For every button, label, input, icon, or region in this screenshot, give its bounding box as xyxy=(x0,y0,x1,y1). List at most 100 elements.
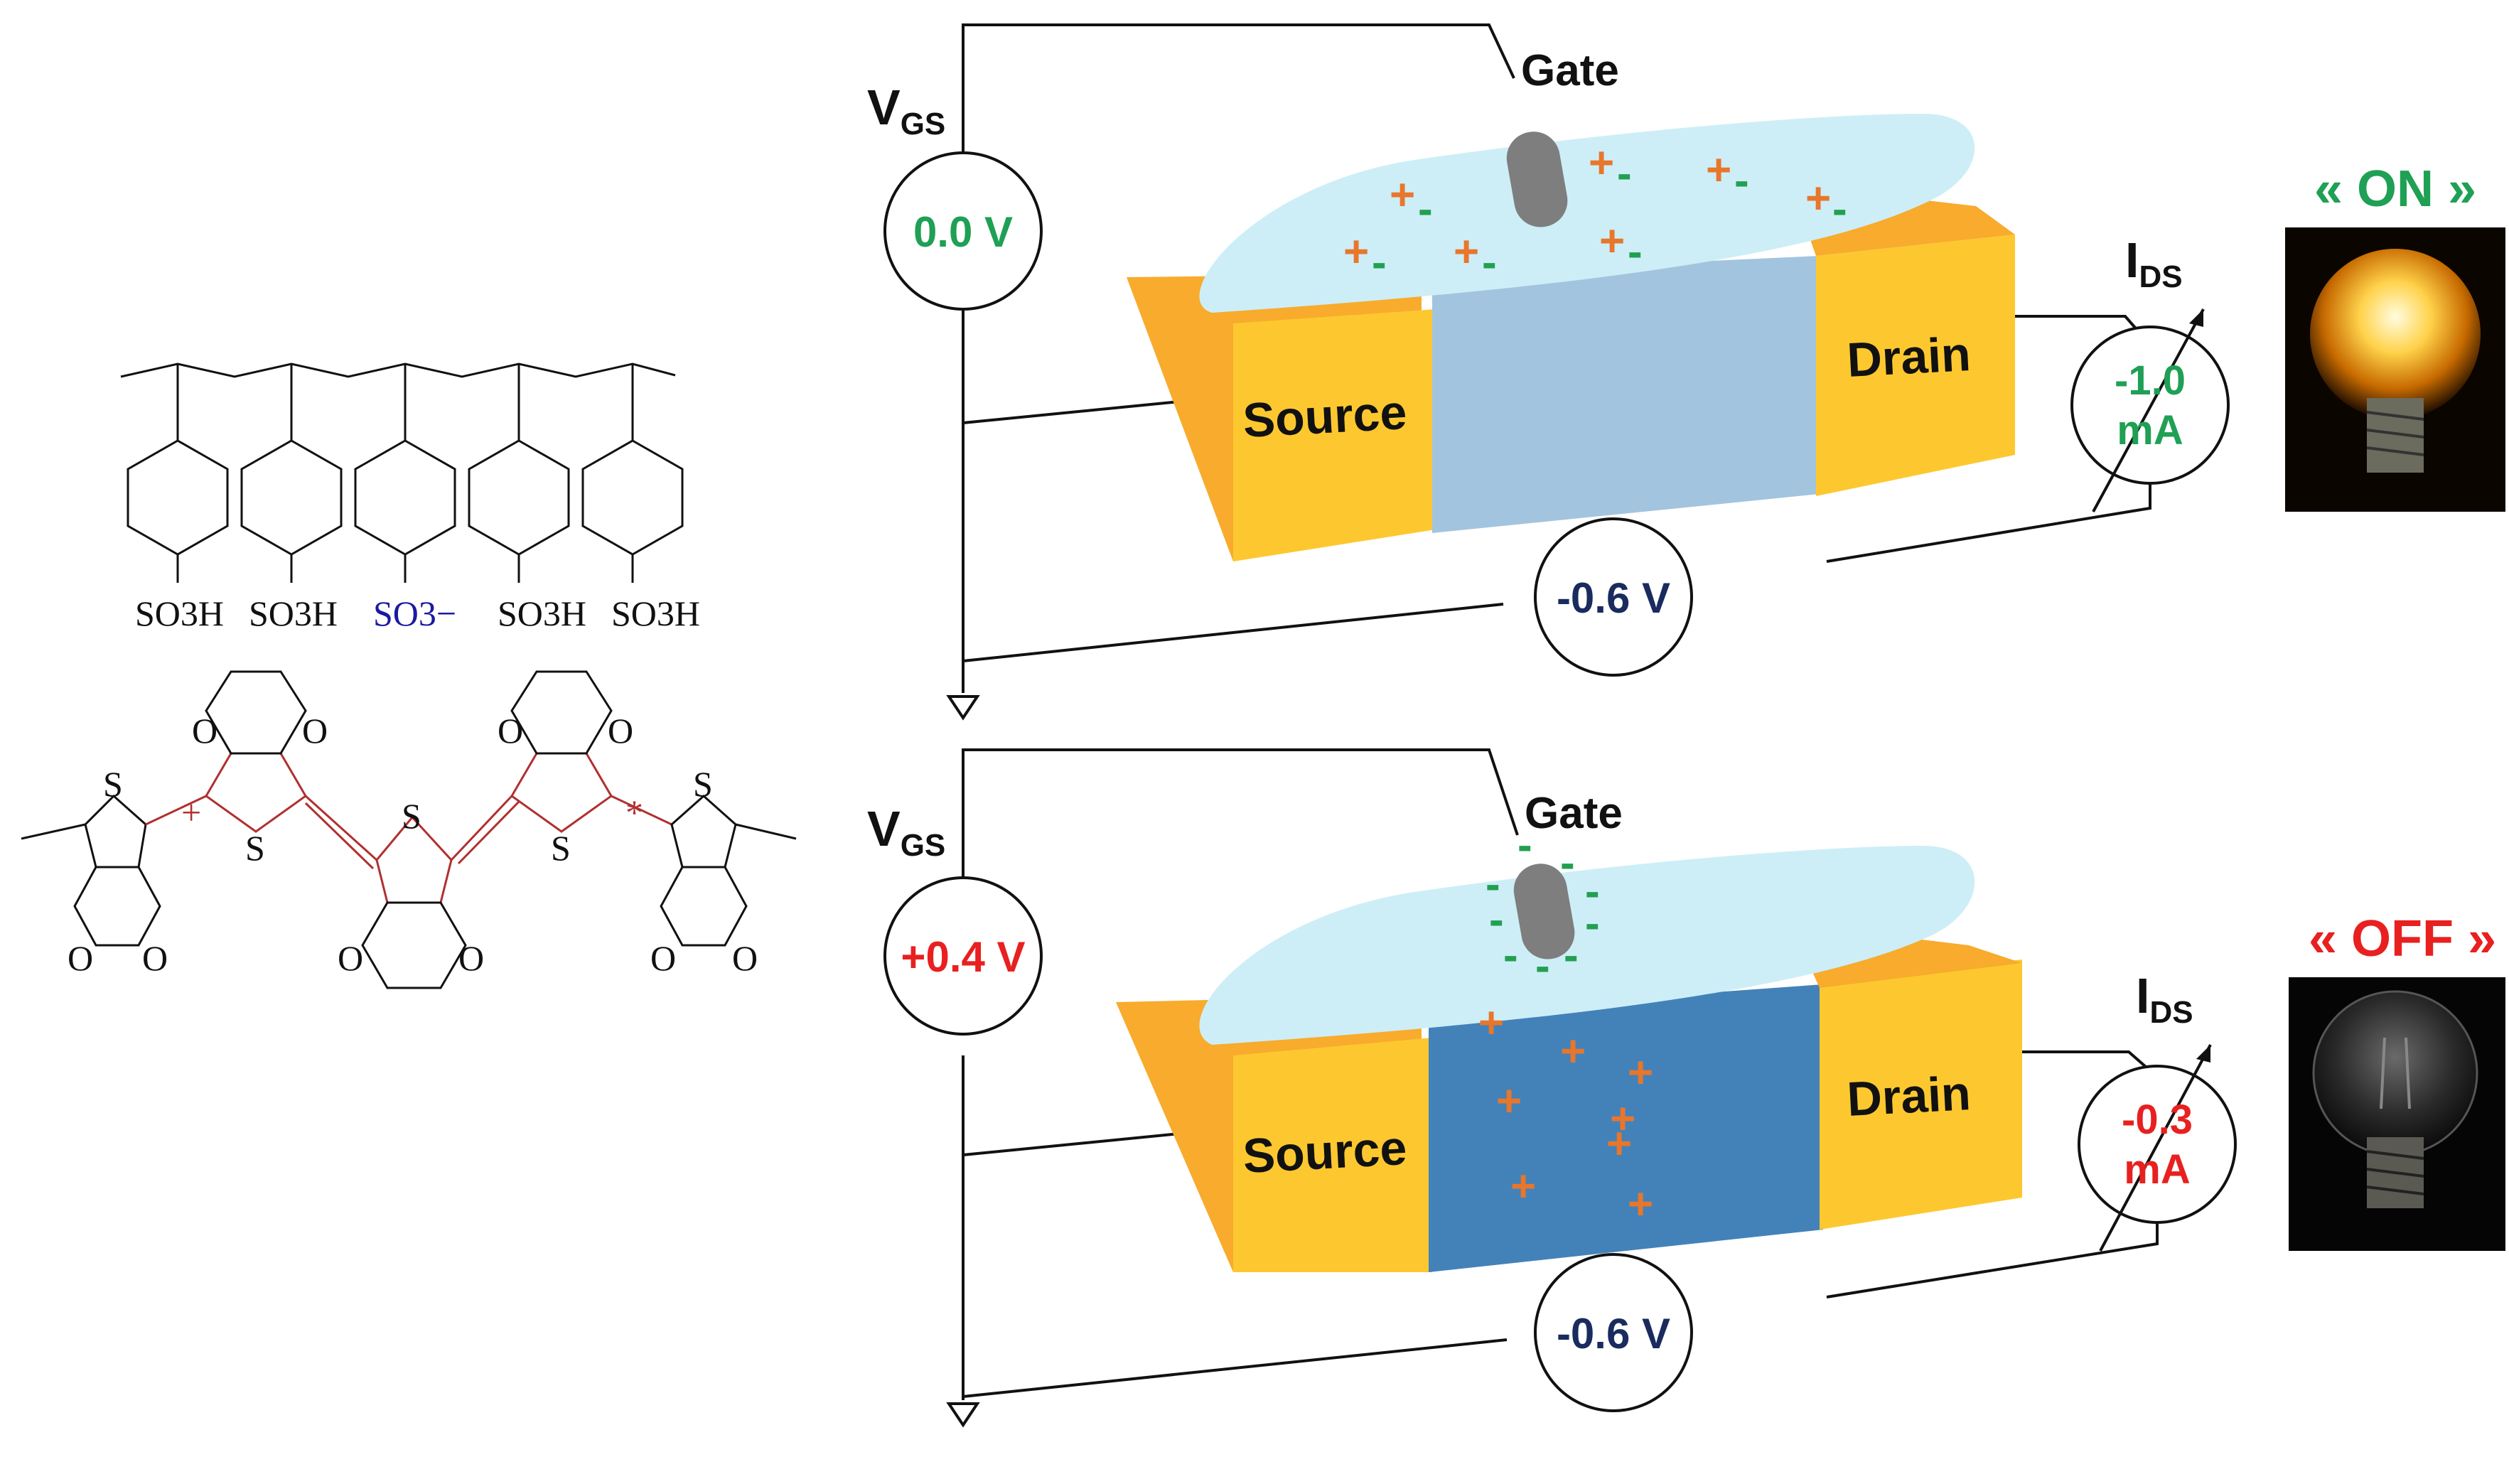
anion-ion: - xyxy=(1832,185,1847,234)
anion-ion: - xyxy=(1734,156,1749,205)
source-label: Source xyxy=(1242,1121,1408,1183)
pss-ring-3 xyxy=(354,364,456,583)
anion-ion: - xyxy=(1628,227,1643,276)
oxygen-atom: O xyxy=(608,711,633,751)
drain-front xyxy=(1820,959,2022,1230)
anion-ion: - xyxy=(1564,931,1579,980)
pss-group-2: SO3H xyxy=(249,593,338,633)
drain-label: Drain xyxy=(1846,1066,1972,1127)
cation-ion: + xyxy=(1390,171,1415,220)
pss-ring-1 xyxy=(127,364,229,583)
vgs-label: VGS xyxy=(867,80,945,141)
drain-front xyxy=(1816,235,2015,496)
vgs-meter xyxy=(883,876,1043,1036)
cation-ion: + xyxy=(1706,146,1731,195)
cation-ion: + xyxy=(1805,174,1831,223)
channel xyxy=(1432,256,1820,533)
cation-ion: + xyxy=(1343,227,1369,276)
oxygen-atom: O xyxy=(142,938,168,978)
gate-label: Gate xyxy=(1525,789,1623,838)
vgs-value: +0.4 V xyxy=(901,933,1025,981)
oxygen-atom: O xyxy=(458,938,484,978)
ids-value: -0.3 xyxy=(2122,1097,2193,1143)
pss-ring-5 xyxy=(581,364,684,583)
bottom-panel: - - - - - - - - - + + + + + + + + Gate S… xyxy=(867,748,2505,1428)
electrolyte xyxy=(1199,846,1975,1045)
oxygen-atom: O xyxy=(732,938,758,978)
lightbulb-on-icon xyxy=(2285,227,2505,512)
cation-ion: + xyxy=(1628,1180,1653,1229)
cation-ion: + xyxy=(1496,1077,1522,1126)
pss-structure xyxy=(120,362,684,583)
pss-ring-4 xyxy=(468,364,570,583)
cation-ion: + xyxy=(1599,217,1625,266)
pedot-structure xyxy=(21,670,797,989)
vds-meter xyxy=(1534,1253,1693,1412)
electrolyte xyxy=(1199,114,1975,313)
pss-group-3: SO3− xyxy=(373,593,456,633)
anion-ion: - xyxy=(1489,896,1504,945)
sulfur-atom: S xyxy=(245,828,265,868)
drain-label: Drain xyxy=(1846,327,1972,387)
cation-ion: + xyxy=(1610,1095,1635,1144)
pss-ring-2 xyxy=(240,364,343,583)
cation-ion: + xyxy=(1454,227,1479,276)
anion-ion: - xyxy=(1482,238,1497,287)
anion-ion: - xyxy=(1585,899,1600,948)
anion-ion: - xyxy=(1517,821,1532,870)
state-label: « ON » xyxy=(2314,161,2476,217)
ids-value: -1.0 xyxy=(2115,357,2186,404)
ids-arrow xyxy=(2092,308,2205,512)
anion-ion: - xyxy=(1372,238,1387,287)
top-panel: + - + - + - + - + - + - + - Gate Source … xyxy=(867,23,2505,721)
source-front xyxy=(1233,309,1436,561)
pedot-atoms: S O O S O O S O O S O O S O O + * xyxy=(68,711,758,978)
sulfur-atom: S xyxy=(551,828,571,868)
plus-charge-mark: + xyxy=(181,792,201,832)
sulfur-atom: S xyxy=(693,764,713,804)
oxygen-atom: O xyxy=(650,938,676,978)
cation-ion: + xyxy=(1478,999,1504,1048)
vgs-label: VGS xyxy=(867,801,945,863)
vds-meter xyxy=(1534,517,1693,677)
radical-mark: * xyxy=(625,792,643,832)
oxygen-atom: O xyxy=(68,938,93,978)
cation-ion: + xyxy=(1510,1162,1536,1211)
vds-value: -0.6 V xyxy=(1557,1310,1670,1357)
anion-ion: - xyxy=(1418,185,1433,234)
source-front xyxy=(1233,1038,1432,1272)
oxygen-atom: O xyxy=(302,711,328,751)
anion-ion: - xyxy=(1617,149,1632,198)
ids-unit: mA xyxy=(2124,1146,2190,1193)
oxygen-atom: O xyxy=(192,711,217,751)
ids-unit: mA xyxy=(2117,407,2183,453)
sulfur-atom: S xyxy=(402,796,421,836)
state-label: « OFF » xyxy=(2309,910,2496,967)
ids-label: IDS xyxy=(2136,968,2193,1030)
pss-group-1: SO3H xyxy=(135,593,224,633)
anion-ion: - xyxy=(1485,860,1500,909)
sulfur-atom: S xyxy=(103,764,123,804)
lightbulb-off-icon xyxy=(2289,977,2505,1251)
vgs-value: 0.0 V xyxy=(913,208,1013,256)
source-label: Source xyxy=(1242,385,1408,448)
ground-icon xyxy=(946,695,980,721)
ids-arrow xyxy=(2099,1044,2212,1252)
cation-ion: + xyxy=(1560,1027,1586,1076)
arrow-head-icon xyxy=(2196,1045,2210,1063)
oxygen-atom: O xyxy=(338,938,363,978)
gate-electrode xyxy=(1506,131,1568,227)
bottom-circuit-wires xyxy=(962,748,2159,1400)
anion-ion: - xyxy=(1585,867,1600,916)
anion-ion: - xyxy=(1560,839,1575,888)
arrow-head-icon xyxy=(2189,309,2203,327)
vds-value: -0.6 V xyxy=(1557,574,1670,622)
ground-icon xyxy=(946,1402,980,1428)
cation-ion: + xyxy=(1628,1048,1653,1097)
anion-ion: - xyxy=(1535,942,1550,991)
pss-group-4: SO3H xyxy=(498,593,586,633)
cation-ion: + xyxy=(1589,139,1614,188)
oxygen-atom: O xyxy=(498,711,523,751)
ids-label: IDS xyxy=(2125,232,2183,294)
